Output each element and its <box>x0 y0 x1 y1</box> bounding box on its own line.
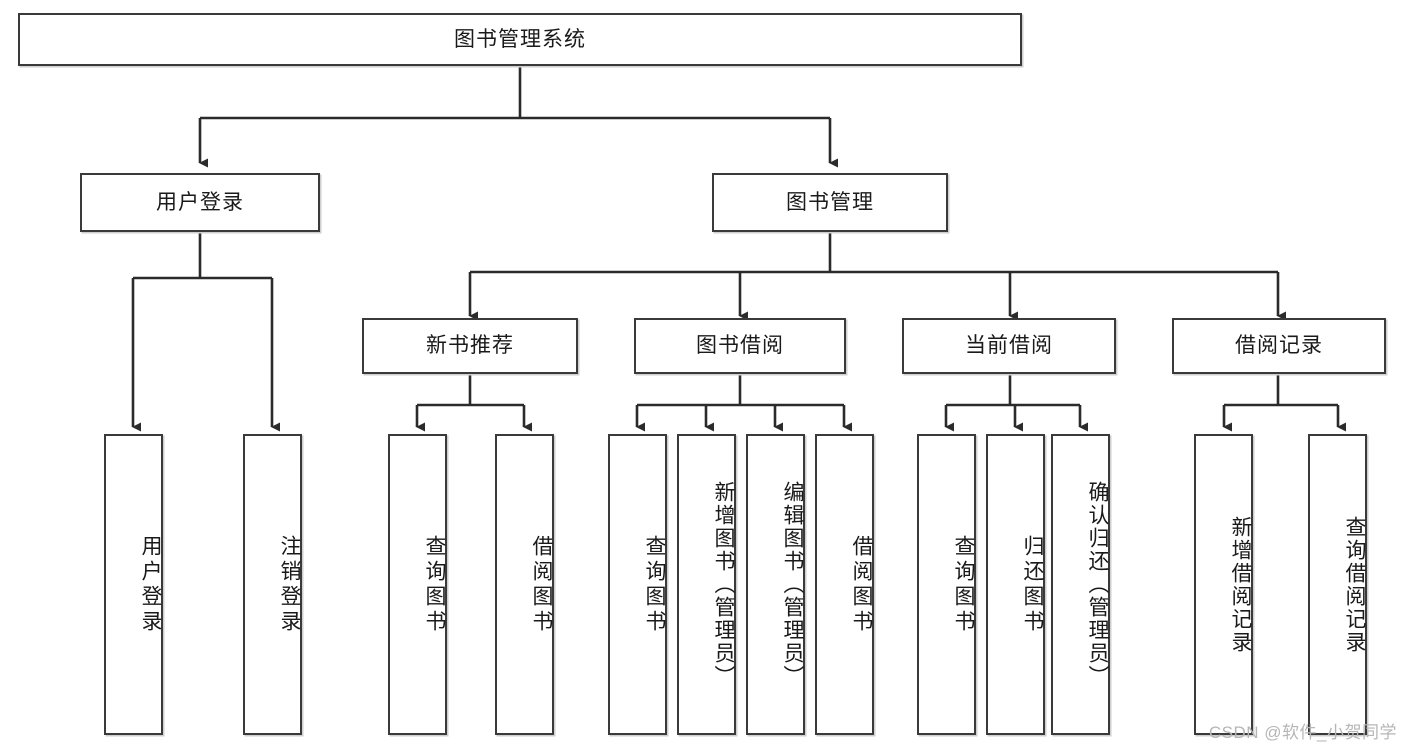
leaf-book-borrow-edit-book-admin[interactable]: 编辑图书（管理员） <box>746 434 805 735</box>
csdn-watermark: CSDN @软件_小贺同学 <box>1208 723 1397 742</box>
node-label: 新增借阅记录 <box>1229 515 1252 654</box>
node-label: 确认归还（管理员） <box>1086 481 1109 688</box>
node-label: 用户登录 <box>156 190 244 214</box>
node-label: 编辑图书（管理员） <box>781 481 804 688</box>
node-label: 查询借阅记录 <box>1343 515 1366 654</box>
node-label: 图书管理系统 <box>454 27 586 51</box>
node-new-book-recommend[interactable]: 新书推荐 <box>362 318 578 374</box>
leaf-new-book-borrow-book[interactable]: 借阅图书 <box>495 434 554 735</box>
node-label: 查询图书 <box>423 534 446 635</box>
node-label: 新增图书（管理员） <box>712 481 735 688</box>
node-book-management[interactable]: 图书管理 <box>712 173 948 232</box>
leaf-user-login-logout[interactable]: 注销登录 <box>243 434 302 735</box>
leaf-borrow-record-add-record[interactable]: 新增借阅记录 <box>1194 434 1253 735</box>
node-label: 新书推荐 <box>426 334 514 358</box>
leaf-book-borrow-borrow-book[interactable]: 借阅图书 <box>815 434 874 735</box>
node-user-login[interactable]: 用户登录 <box>80 173 320 232</box>
node-label: 当前借阅 <box>965 334 1053 358</box>
leaf-current-borrow-query-book[interactable]: 查询图书 <box>917 434 976 735</box>
node-current-borrow[interactable]: 当前借阅 <box>902 318 1116 374</box>
node-label: 借阅图书 <box>850 534 873 635</box>
node-label: 注销登录 <box>278 534 301 635</box>
node-label: 归还图书 <box>1021 534 1044 635</box>
leaf-book-borrow-query-book[interactable]: 查询图书 <box>608 434 667 735</box>
leaf-current-borrow-confirm-return-admin[interactable]: 确认归还（管理员） <box>1051 434 1110 735</box>
node-label: 查询图书 <box>643 534 666 635</box>
node-label: 查询图书 <box>952 534 975 635</box>
node-book-borrow[interactable]: 图书借阅 <box>634 318 846 374</box>
node-label: 借阅记录 <box>1235 334 1323 358</box>
leaf-borrow-record-query-record[interactable]: 查询借阅记录 <box>1308 434 1367 735</box>
leaf-current-borrow-return-book[interactable]: 归还图书 <box>986 434 1045 735</box>
node-label: 借阅图书 <box>530 534 553 635</box>
node-label: 用户登录 <box>139 534 162 635</box>
leaf-book-borrow-add-book-admin[interactable]: 新增图书（管理员） <box>677 434 736 735</box>
node-label: 图书借阅 <box>696 334 784 358</box>
node-root-book-management-system[interactable]: 图书管理系统 <box>18 13 1022 66</box>
node-label: 图书管理 <box>786 190 874 214</box>
leaf-user-login-login[interactable]: 用户登录 <box>104 434 163 735</box>
leaf-new-book-query-book[interactable]: 查询图书 <box>388 434 447 735</box>
node-borrow-record[interactable]: 借阅记录 <box>1172 318 1386 374</box>
